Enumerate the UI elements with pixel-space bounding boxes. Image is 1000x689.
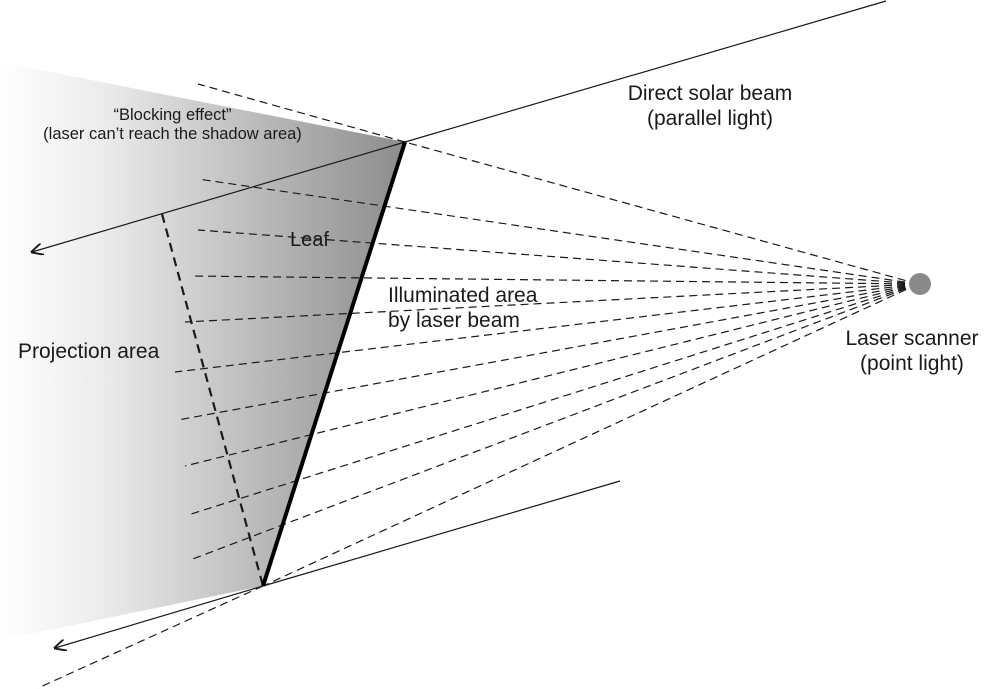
illuminated-area-note: by laser beam	[388, 308, 520, 332]
laser-ray	[189, 275, 919, 285]
illuminated-area-label: Illuminated area by laser beam	[388, 284, 537, 334]
shadow-region	[0, 62, 405, 640]
laser-scanner-note: (point light)	[860, 351, 964, 375]
solar-beam-bottom	[262, 480, 621, 587]
direct-solar-beam-title: Direct solar beam	[627, 82, 793, 105]
laser-ray	[197, 178, 919, 285]
direct-solar-beam-label: Direct solar beam (parallel light)	[610, 82, 810, 132]
projection-area-label: Projection area	[18, 340, 160, 363]
laser-rays	[37, 83, 919, 689]
laser-scanner-title: Laser scanner	[845, 327, 979, 350]
leaf-label: Leaf	[290, 229, 329, 251]
laser-ray	[404, 141, 919, 285]
laser-ray-outer-bottom	[37, 585, 264, 689]
laser-ray	[197, 229, 919, 285]
laser-ray	[174, 283, 919, 373]
laser-ray	[184, 283, 919, 323]
laser-ray	[184, 283, 919, 467]
laser-ray	[177, 283, 919, 421]
laser-ray	[187, 283, 919, 516]
blocking-effect-label: “Blocking effect” (laser can’t reach the…	[0, 106, 345, 145]
blocking-effect-title: “Blocking effect”	[113, 106, 232, 124]
projection-boundary	[160, 213, 265, 587]
laser-scanner-label: Laser scanner (point light)	[826, 327, 998, 377]
solar-beam-top-arrow	[32, 141, 406, 252]
blocking-effect-note: (laser can’t reach the shadow area)	[43, 125, 302, 144]
laser-scanner-dot	[909, 273, 931, 295]
solar-beams	[32, 0, 887, 648]
solar-beam-top	[404, 0, 887, 143]
illuminated-area-title: Illuminated area	[388, 284, 538, 307]
solar-beam-bottom-arrow	[55, 585, 264, 648]
laser-ray-outer-top	[197, 83, 406, 143]
laser-ray	[262, 283, 919, 587]
direct-solar-beam-note: (parallel light)	[646, 106, 774, 130]
leaf-line	[261, 141, 407, 587]
